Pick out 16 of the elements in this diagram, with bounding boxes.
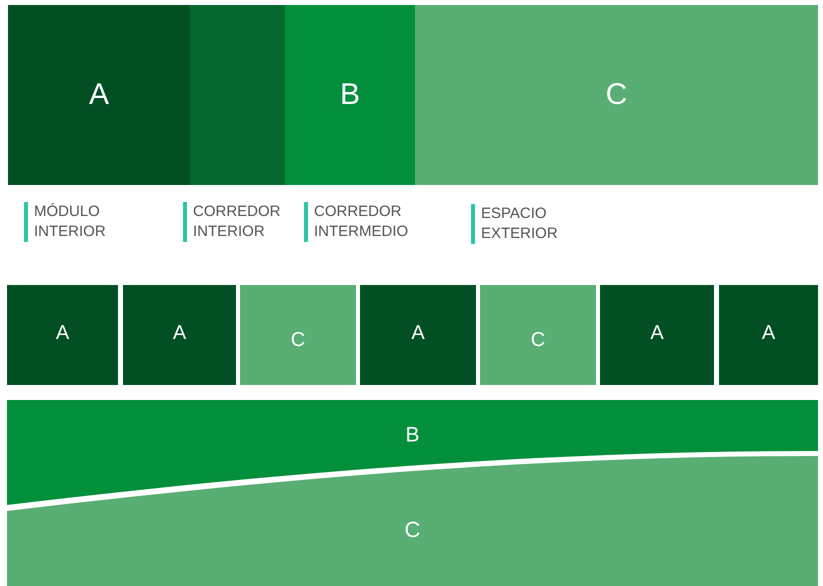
zone-letter: A (650, 323, 664, 343)
caption-text: ESPACIO EXTERIOR (471, 204, 591, 244)
zone-letter: A (89, 80, 109, 110)
zone-letter: B (340, 80, 360, 110)
zone-letter: C (530, 330, 546, 350)
caption-text: CORREDOR INTERMEDIO (304, 202, 439, 242)
zone-letter: C (404, 519, 420, 541)
caption-text: MÓDULO INTERIOR (24, 202, 124, 242)
zone-letter: C (606, 80, 628, 110)
zone-letter: A (56, 323, 70, 343)
zone-letter: A (411, 323, 425, 343)
zone-letter: A (762, 323, 776, 343)
zone-letter: A (172, 323, 186, 343)
zone-letter: B (406, 424, 420, 446)
zone-letter: C (290, 330, 306, 350)
caption-text: CORREDOR INTERIOR (183, 202, 308, 242)
